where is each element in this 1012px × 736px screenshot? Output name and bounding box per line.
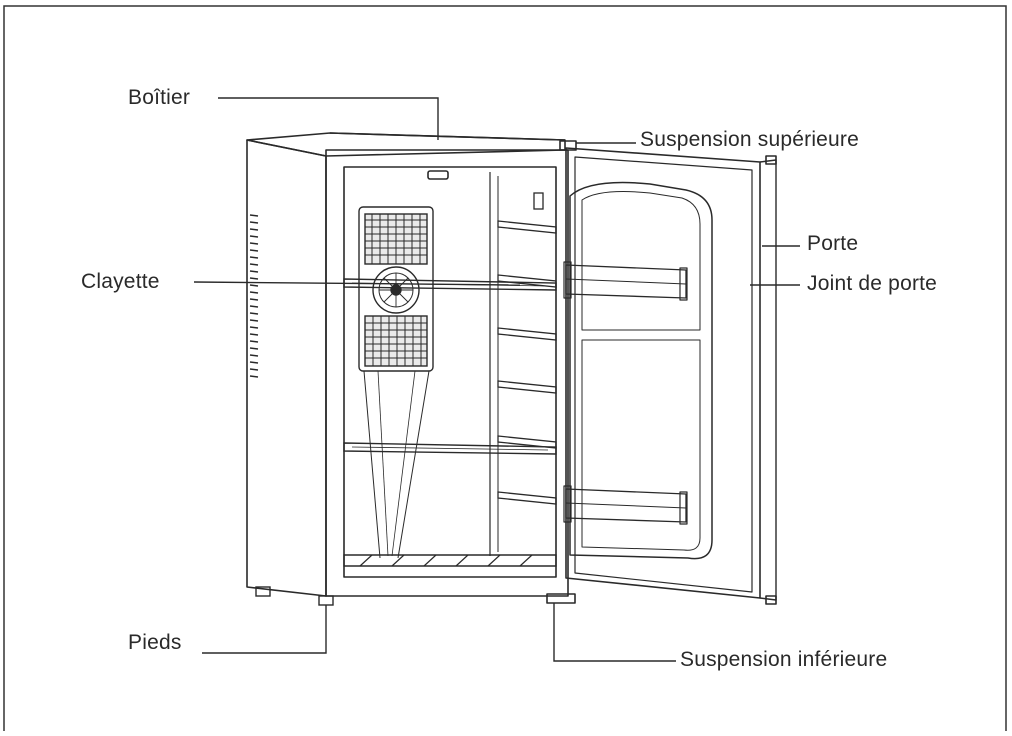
label-porte: Porte: [807, 232, 859, 255]
shelf-rails: [497, 192, 557, 505]
open-door: [546, 140, 777, 605]
diagram-frame: [3, 5, 1007, 731]
label-joint-de-porte: Joint de porte: [807, 272, 938, 295]
fan-icon: [372, 266, 420, 314]
side-vents: [249, 214, 259, 378]
leader-boitier: [218, 97, 439, 140]
label-pieds: Pieds: [128, 631, 182, 654]
label-suspension-superieure: Suspension supérieure: [640, 128, 860, 151]
cabinet-top: [246, 132, 566, 157]
leader-pieds: [202, 605, 327, 654]
leader-clayette: [193, 281, 521, 286]
cabinet-front-frame: [325, 149, 569, 597]
leader-suspension-inferieure: [553, 603, 676, 662]
cooling-unit: [358, 206, 434, 559]
leader-lines: [193, 97, 800, 662]
label-boitier: Boîtier: [128, 86, 191, 109]
cabinet-side-panel: [246, 139, 327, 597]
label-suspension-inferieure: Suspension inférieure: [680, 648, 888, 671]
label-clayette: Clayette: [81, 270, 160, 293]
